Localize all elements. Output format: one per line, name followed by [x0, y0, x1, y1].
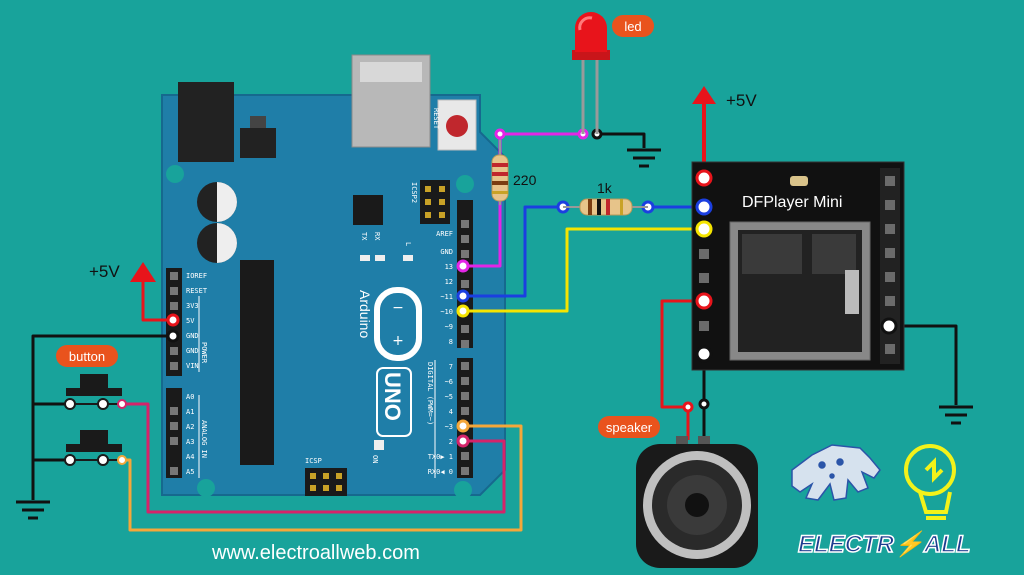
l-label: L	[404, 242, 412, 246]
arrow-up-icon-right	[692, 86, 716, 104]
pin-3: ~3	[445, 423, 453, 431]
ground-icon-left	[16, 500, 50, 520]
push-button-2	[64, 430, 122, 466]
wire-pin2-button1	[122, 402, 506, 514]
pin-11: ~11	[440, 293, 453, 301]
pin-4: 4	[449, 408, 453, 416]
resistor-220-label: 220	[513, 172, 537, 188]
rx-label: RX	[373, 232, 381, 241]
arrow-up-icon-left	[130, 262, 156, 282]
uno-label: UNO	[380, 372, 405, 421]
speaker	[636, 436, 758, 568]
plus5v-right-label: +5V	[726, 91, 757, 110]
pin-a5: A5	[186, 468, 194, 476]
svg-text:−: −	[392, 300, 404, 316]
wire-pin13-resistor	[463, 200, 502, 268]
pin-7: 7	[449, 363, 453, 371]
ground-icon-df	[939, 405, 973, 425]
wire-df-gnd	[889, 324, 958, 405]
wire-pin10-df-tx	[463, 227, 704, 313]
wire-led-gnd	[597, 132, 646, 148]
push-button-1	[64, 374, 122, 410]
icsp-label: ICSP	[305, 457, 322, 465]
pin-reset: RESET	[186, 287, 208, 295]
reset-label: RESET	[432, 108, 440, 130]
speaker-label: speaker	[606, 420, 653, 435]
wire-pin11-1k	[463, 205, 563, 298]
dfplayer-mini-module	[691, 161, 905, 371]
arduino-name-label: Arduino	[357, 290, 373, 338]
button-tag	[56, 345, 118, 367]
ground-symbols	[16, 148, 973, 520]
dc-power-jack	[178, 82, 234, 162]
wire-pin3-button2	[122, 424, 523, 532]
pin-3v3: 3V3	[186, 302, 199, 310]
electroall-logo: ELECTR⚡ALL	[791, 444, 971, 559]
pin-a0: A0	[186, 393, 194, 401]
ground-icon-led	[627, 148, 661, 168]
speaker-tag	[598, 416, 660, 438]
pin-a3: A3	[186, 438, 194, 446]
atmega-chip	[240, 260, 274, 465]
pin-gnd-1: GND	[186, 332, 199, 340]
resistor-1k-label: 1k	[597, 180, 613, 196]
pin-a4: A4	[186, 453, 194, 461]
pin-6: ~6	[445, 378, 453, 386]
pin-a1: A1	[186, 408, 194, 416]
pin-12: 12	[445, 278, 453, 286]
wire-arduino-gnd	[31, 334, 173, 500]
pin-ioref: IOREF	[186, 272, 207, 280]
led-label: led	[624, 19, 641, 34]
dfplayer-label: DFPlayer Mini	[742, 194, 842, 211]
red-led	[572, 12, 610, 134]
analog-in-label: ANALOG IN	[200, 420, 208, 458]
button-label: button	[69, 349, 105, 364]
pin-5v: 5V	[186, 317, 195, 325]
tx-label: TX	[360, 232, 368, 241]
pin-gnd-top: GND	[440, 248, 453, 256]
pin-a2: A2	[186, 423, 194, 431]
resistor-1k	[563, 198, 648, 216]
pin-2: 2	[449, 438, 453, 446]
pin-gnd-2: GND	[186, 347, 199, 355]
power-label: POWER	[200, 342, 208, 364]
pin-5: ~5	[445, 393, 453, 401]
led-tag	[612, 15, 654, 37]
pin-vin: VIN	[186, 362, 199, 370]
resistor-220	[491, 140, 509, 205]
arduino-logo: − +	[374, 287, 422, 361]
website-url: www.electroallweb.com	[211, 542, 420, 564]
on-label: ON	[371, 455, 379, 463]
pin-13: 13	[445, 263, 453, 271]
pin-10: ~10	[440, 308, 453, 316]
icsp2-label: ICSP2	[410, 182, 418, 203]
wire-speaker-plus	[660, 299, 704, 440]
svg-text:+: +	[392, 333, 404, 349]
pin-8: 8	[449, 338, 453, 346]
digital-label: DIGITAL (PWM=~)	[426, 362, 434, 425]
wire-arduino-5v	[141, 272, 173, 322]
pin-aref: AREF	[436, 230, 453, 238]
robot-hand-icon	[791, 444, 881, 501]
pin-1: TX0▶ 1	[428, 453, 453, 461]
brand-wordmark: ELECTR⚡ALL	[798, 530, 971, 558]
plus5v-left-label: +5V	[89, 262, 120, 281]
arduino-uno-board: RESET ICSP2 TX RX L − +	[161, 54, 506, 499]
pin-9: ~9	[445, 323, 453, 331]
pin-0: RX0◀ 0	[428, 468, 453, 476]
lightbulb-icon	[904, 444, 956, 520]
wire-resistor-led	[498, 132, 583, 155]
